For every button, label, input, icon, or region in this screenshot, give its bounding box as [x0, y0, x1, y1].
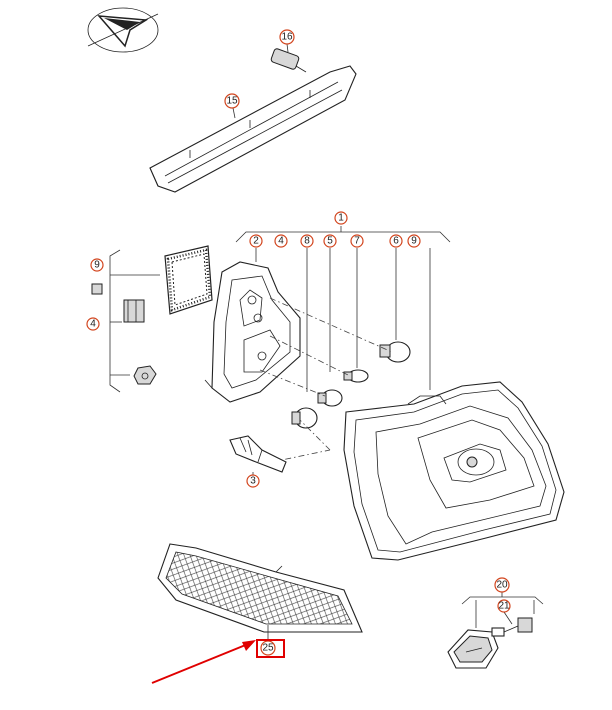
svg-text:8: 8: [304, 236, 310, 247]
svg-text:5: 5: [327, 236, 333, 247]
brake-light-housing: [149, 65, 357, 193]
bulb-brake: [379, 341, 411, 363]
mesh-grille: [157, 543, 363, 640]
highlight-box: [256, 639, 285, 658]
nut: [133, 365, 157, 385]
svg-text:3: 3: [250, 476, 256, 487]
callout-4[interactable]: 4: [274, 234, 288, 248]
plate-light-bracket: [461, 596, 544, 605]
callout-4-side[interactable]: 4: [86, 317, 100, 331]
side-bracket: [109, 249, 121, 393]
svg-text:20: 20: [496, 580, 508, 591]
svg-text:2: 2: [253, 236, 259, 247]
callout-2[interactable]: 2: [249, 234, 263, 248]
callout-20[interactable]: 20: [494, 577, 510, 593]
callout-15[interactable]: 15: [224, 93, 240, 109]
callout-3[interactable]: 3: [246, 474, 260, 488]
svg-text:21: 21: [498, 601, 510, 612]
bulb-indicator: [343, 369, 369, 383]
socket: [229, 435, 287, 480]
brake-light-bulb-holder: [270, 48, 307, 73]
svg-text:16: 16: [281, 32, 293, 43]
gasket: [164, 245, 213, 315]
svg-text:7: 7: [354, 236, 360, 247]
plate-light-bulb: [491, 617, 533, 637]
clip: [91, 283, 145, 323]
callout-21[interactable]: 21: [497, 599, 511, 613]
callout-9-side[interactable]: 9: [90, 258, 104, 272]
group-bracket: [235, 231, 451, 243]
svg-text:1: 1: [338, 213, 344, 224]
highlight-arrow: [151, 640, 256, 684]
svg-text:9: 9: [94, 260, 100, 271]
bulb-reverse: [291, 407, 318, 429]
orientation-icon: [87, 7, 159, 53]
svg-text:6: 6: [393, 236, 399, 247]
callout-16[interactable]: 16: [279, 29, 295, 45]
svg-text:4: 4: [90, 319, 96, 330]
svg-text:9: 9: [411, 236, 417, 247]
svg-text:15: 15: [226, 96, 238, 107]
callout-25[interactable]: 25: [260, 640, 276, 656]
callout-5[interactable]: 5: [323, 234, 337, 248]
tail-light: [343, 381, 565, 561]
callout-9-tail-light[interactable]: 9: [407, 234, 421, 248]
bulb-tail: [317, 389, 343, 407]
callout-1[interactable]: 1: [334, 211, 348, 225]
svg-text:25: 25: [262, 643, 274, 654]
plate-light: [447, 629, 499, 669]
callout-6[interactable]: 6: [389, 234, 403, 248]
svg-text:4: 4: [278, 236, 284, 247]
callout-8[interactable]: 8: [300, 234, 314, 248]
bulb-carrier: [204, 261, 301, 403]
callout-7[interactable]: 7: [350, 234, 364, 248]
